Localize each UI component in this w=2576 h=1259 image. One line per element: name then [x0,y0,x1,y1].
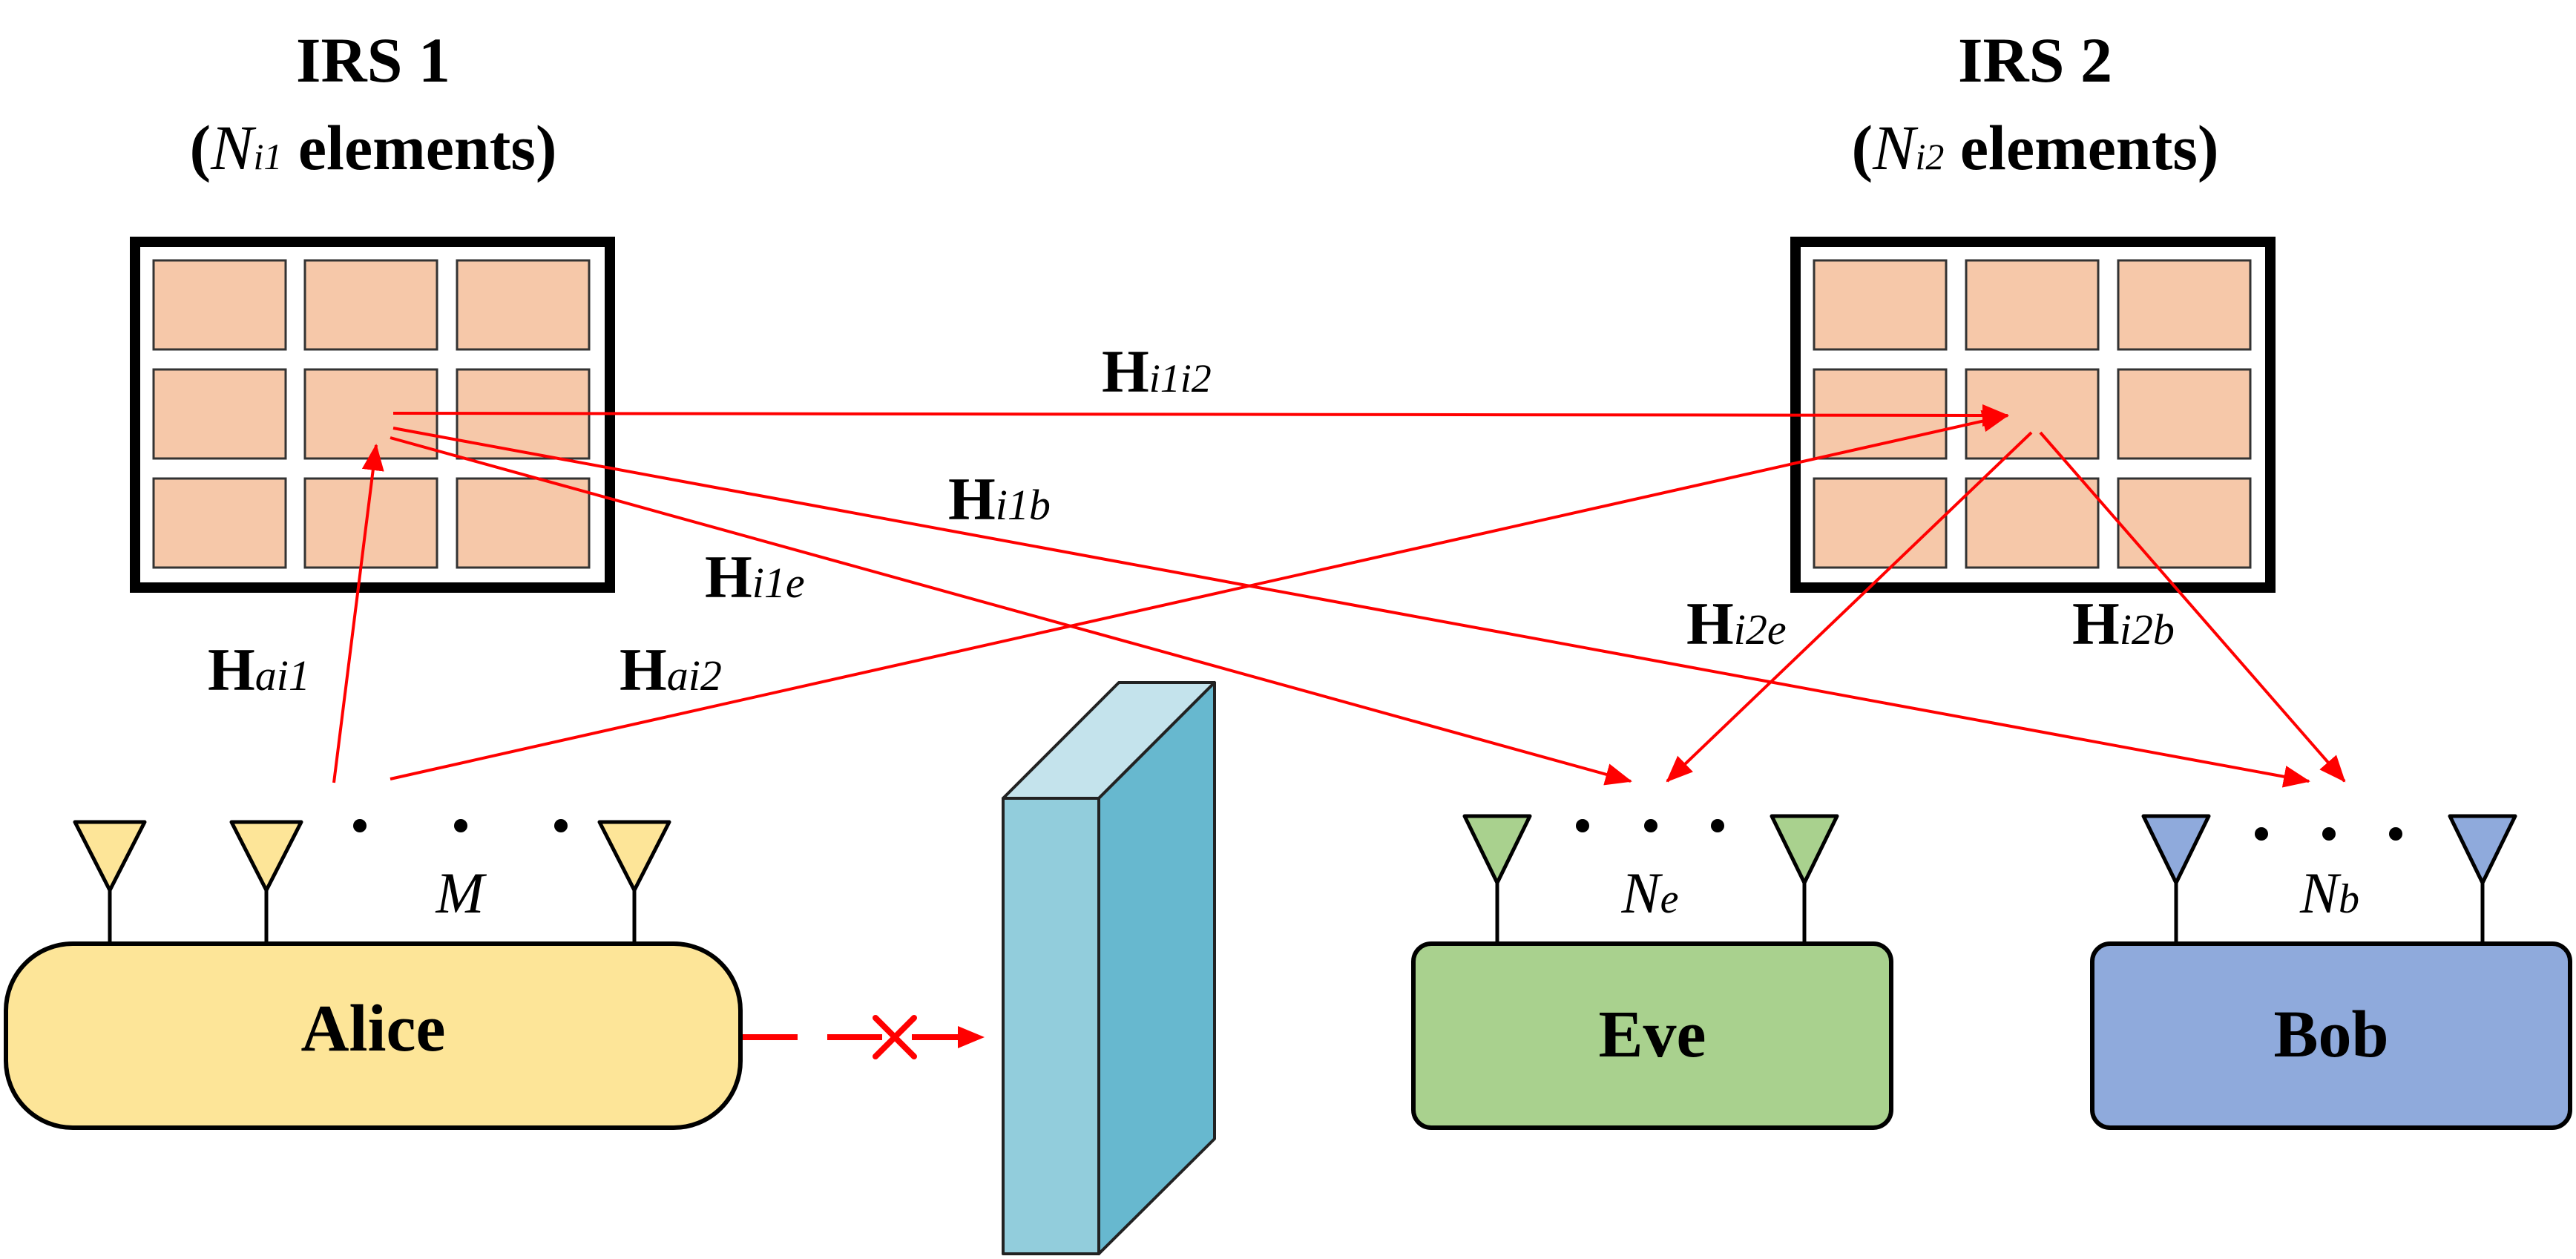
irs1-element [303,477,438,569]
eve-antenna-count: Ne [1621,861,1679,925]
irs2-panel [1790,237,2276,593]
bob-antenna-array: Nb [2141,814,2517,944]
alice-node [4,941,743,1130]
channel-arrows [332,404,2346,1048]
irs2-element [1965,477,2100,569]
x-mark-icon [873,1015,917,1059]
irs2-element [1813,259,1948,351]
arrow-irs1-to-bob [392,427,2310,788]
label-h-i1b: Hi1b [948,465,1051,533]
antenna-icon [229,820,303,944]
irs2-title: IRS 2 [1958,24,2112,96]
irs2-subtitle: (Ni2 elements) [1851,112,2218,183]
alice-label: Alice [301,992,446,1065]
arrow-alice-to-irs1 [332,444,384,783]
irs2-element [2117,477,2252,569]
antenna-icon [73,820,147,944]
irs1-subtitle: (Ni1 elements) [189,112,556,183]
irs1-element [303,259,438,351]
antenna-icon [597,820,671,944]
bob-node [2090,941,2572,1130]
label-h-i1i2: Hi1i2 [1102,338,1212,405]
arrow-irs1-to-eve [390,436,1632,786]
antenna-icon [2141,814,2211,944]
wall-obstacle-icon [1002,681,1216,1255]
irs2-element [1965,259,2100,351]
irs1-element [152,259,287,351]
irs2-element [2117,259,2252,351]
irs1-element [456,259,591,351]
bob-antenna-count: Nb [2299,861,2359,925]
arrow-alice-to-irs2 [390,410,2009,780]
irs1-element [152,368,287,460]
label-h-i2e: Hi2e [1686,590,1787,657]
irs1-title: IRS 1 [296,24,450,96]
eve-node [1411,941,1893,1130]
alice-antenna-array: M [73,819,671,944]
label-h-i1e: Hi1e [705,543,805,611]
antenna-icon [2448,814,2517,944]
arrow-irs2-to-eve [1666,431,2033,783]
bob-label: Bob [2273,998,2388,1071]
label-h-ai2: Hai2 [620,636,722,703]
eve-label: Eve [1599,998,1706,1071]
antenna-icon [1462,814,1532,944]
irs2-element [1813,477,1948,569]
ellipsis-dots [2255,827,2402,841]
irs2-element [2117,368,2252,460]
eve-antenna-array: Ne [1462,814,1839,944]
antenna-icon [1770,814,1839,944]
arrow-irs1-to-irs2 [392,404,2009,427]
label-h-ai1: Hai1 [208,636,310,703]
label-h-i2b: Hi2b [2072,590,2175,657]
alice-antenna-count: M [436,861,487,925]
arrow-irs2-to-bob [2039,431,2346,783]
irs1-element [456,477,591,569]
ellipsis-dots [1576,819,1724,832]
ellipsis-dots [353,819,568,832]
irs1-element [152,477,287,569]
